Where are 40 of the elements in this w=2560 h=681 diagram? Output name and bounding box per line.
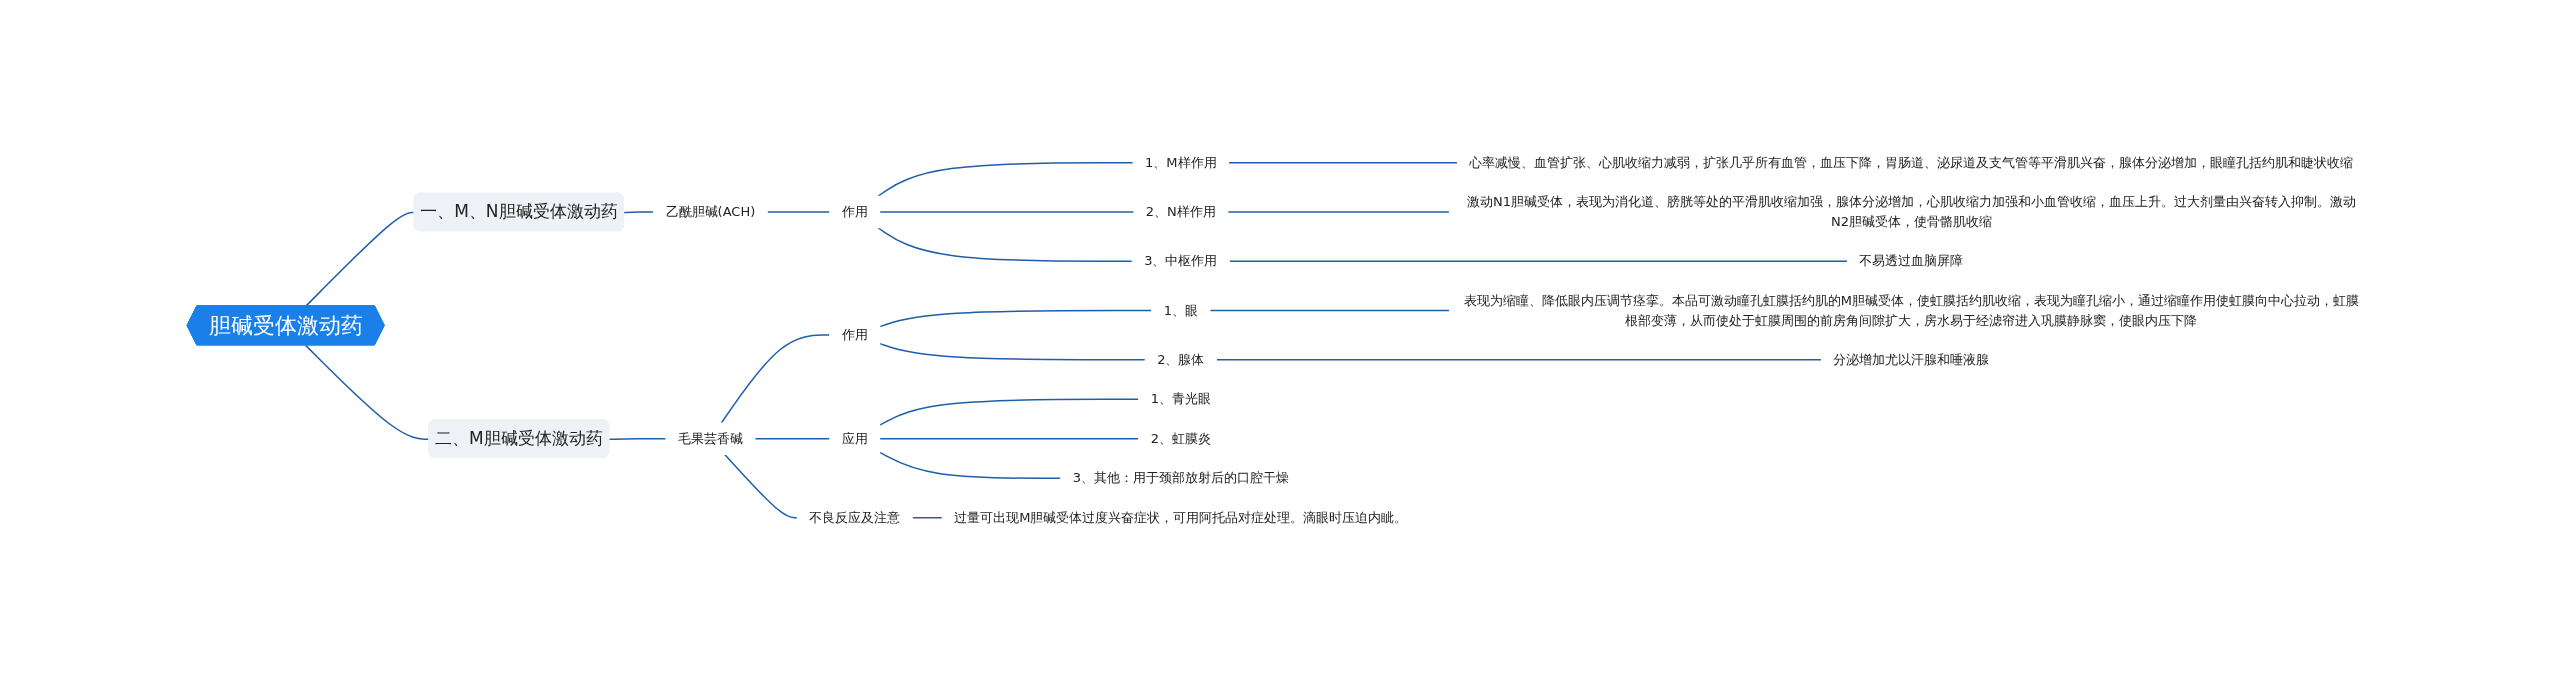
connector — [878, 438, 1140, 440]
node-text: 不良反应及注意 — [809, 510, 901, 526]
node-text: 1、眼 — [1163, 302, 1198, 318]
connector — [608, 438, 667, 441]
node-text: 表现为缩瞳、降低眼内压调节痉挛。本品可激动瞳孔虹膜括约肌的M胆碱受体，使虹膜括约肌收缩，表现为瞳孔缩小，通过缩瞳作用使虹膜向中心拉动，虹膜根部变薄，从而使处于虹膜周围的前房角间隙扩大，房水易于经滤帘进入巩膜静脉窦，使眼内压下降 — [1463, 293, 2359, 328]
node-text: 过量可出现M胆碱受体过度兴奋症状，可用阿托品对症处理。滴眼时压迫内眦。 — [954, 510, 1408, 526]
node-text: 2、N样作用 — [1145, 204, 1216, 220]
connector — [1209, 310, 1450, 312]
connector — [1215, 359, 1822, 361]
connector — [876, 227, 1133, 263]
node-text: 乙酰胆碱(ACH) — [665, 204, 756, 220]
connector — [878, 310, 1153, 328]
connector — [623, 211, 655, 214]
connector — [878, 343, 1146, 361]
connector — [878, 451, 1062, 480]
connector — [723, 454, 798, 519]
connector — [766, 211, 831, 213]
node-text: 毛果芸香碱 — [677, 431, 743, 447]
node-text: 1、M样作用 — [1144, 155, 1217, 171]
node-text: 1、青光眼 — [1150, 391, 1211, 407]
connector — [878, 398, 1140, 427]
node-text: 作用 — [841, 204, 868, 220]
node-text: 分泌增加尤以汗腺和唾液腺 — [1833, 352, 1990, 368]
connector — [753, 438, 831, 440]
connector — [720, 334, 831, 424]
connector — [878, 211, 1135, 213]
connector — [876, 162, 1134, 198]
node-text: 不易透过血脑屏障 — [1859, 253, 1964, 269]
node-text: 作用 — [841, 327, 868, 343]
connector — [1227, 162, 1458, 164]
connector — [1228, 260, 1848, 263]
node-text: 心率减慢、血管扩张、心肌收缩力减弱，扩张几乎所有血管，血压下降，胃肠道、泌尿道及支气管等平滑肌兴奋，腺体分泌增加，眼瞳孔括约肌和睫状收缩 — [1469, 155, 2354, 171]
node-text: 应用 — [841, 431, 868, 447]
connector — [911, 517, 943, 519]
node-text: 3、中枢作用 — [1143, 253, 1218, 269]
node-text: 激动N1胆碱受体，表现为消化道、膀胱等处的平滑肌收缩加强，腺体分泌增加，心肌收缩力加强和小血管收缩，血压上升。过大剂量由兴奋转入抑制。激动N2胆碱受体，使骨骼肌收缩 — [1466, 194, 2356, 230]
node-text: 2、虹膜炎 — [1150, 431, 1211, 447]
node-text: 3、其他：用于颈部放射后的口腔干燥 — [1072, 470, 1289, 486]
node-text: 2、腺体 — [1156, 352, 1205, 368]
connector — [1226, 211, 1450, 213]
